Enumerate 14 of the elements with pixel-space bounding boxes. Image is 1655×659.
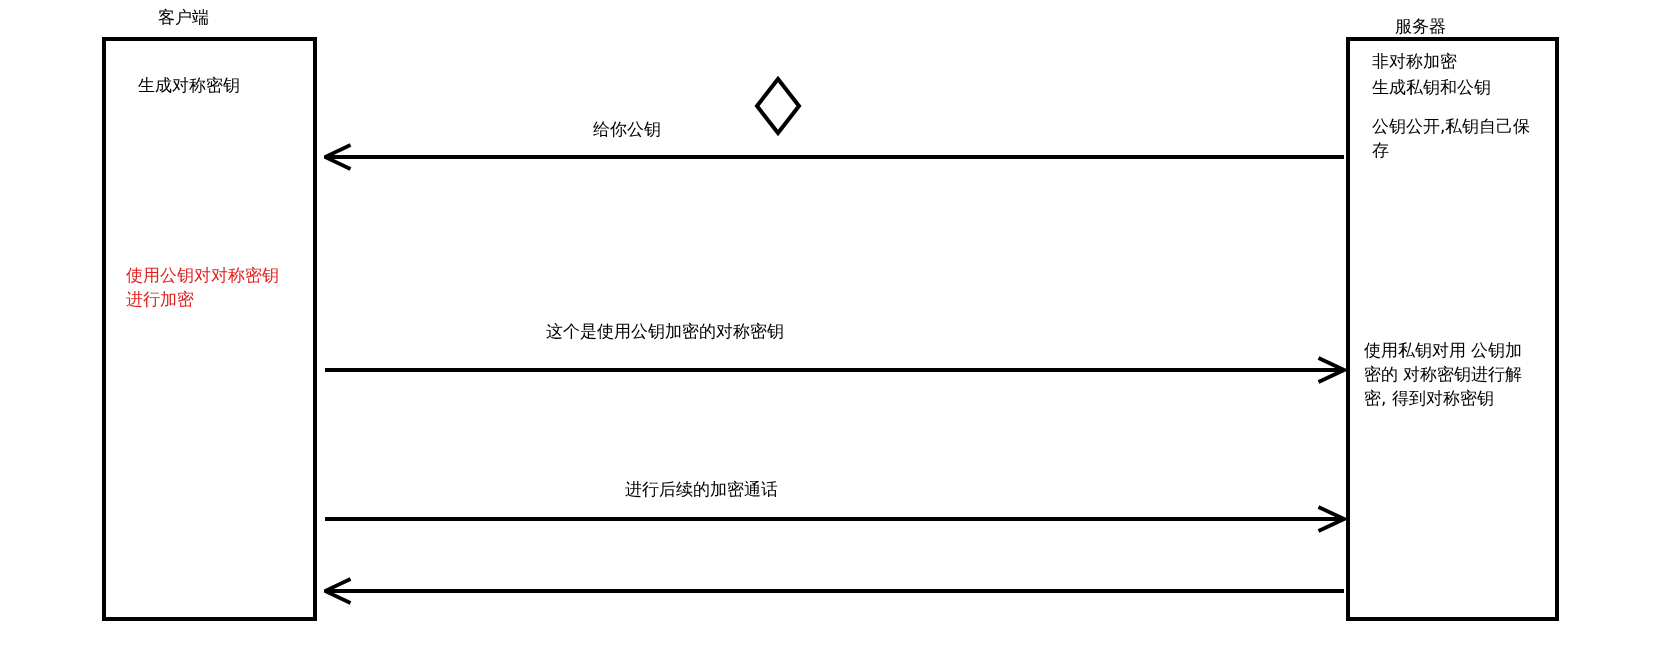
decision-diamond bbox=[754, 76, 802, 136]
arrow bbox=[323, 577, 1344, 605]
step-text: 生成私钥和公钥 bbox=[1372, 76, 1492, 99]
lifeline-heading: 服务器 bbox=[1395, 15, 1447, 38]
arrow bbox=[325, 505, 1346, 533]
step-text: 非对称加密 bbox=[1372, 50, 1458, 73]
edge-label: 进行后续的加密通话 bbox=[622, 478, 781, 500]
lifeline-heading: 客户端 bbox=[158, 6, 210, 29]
step-text: 使用私钥对用 公钥加密的 对称密钥进行解密, 得到对称密钥 bbox=[1364, 339, 1524, 410]
step-text: 生成对称密钥 bbox=[138, 74, 241, 97]
step-text: 使用公钥对对称密钥进行加密 bbox=[126, 264, 280, 311]
arrow bbox=[325, 356, 1346, 384]
arrow bbox=[323, 143, 1344, 171]
step-text: 公钥公开,私钥自己保存 bbox=[1372, 115, 1532, 162]
